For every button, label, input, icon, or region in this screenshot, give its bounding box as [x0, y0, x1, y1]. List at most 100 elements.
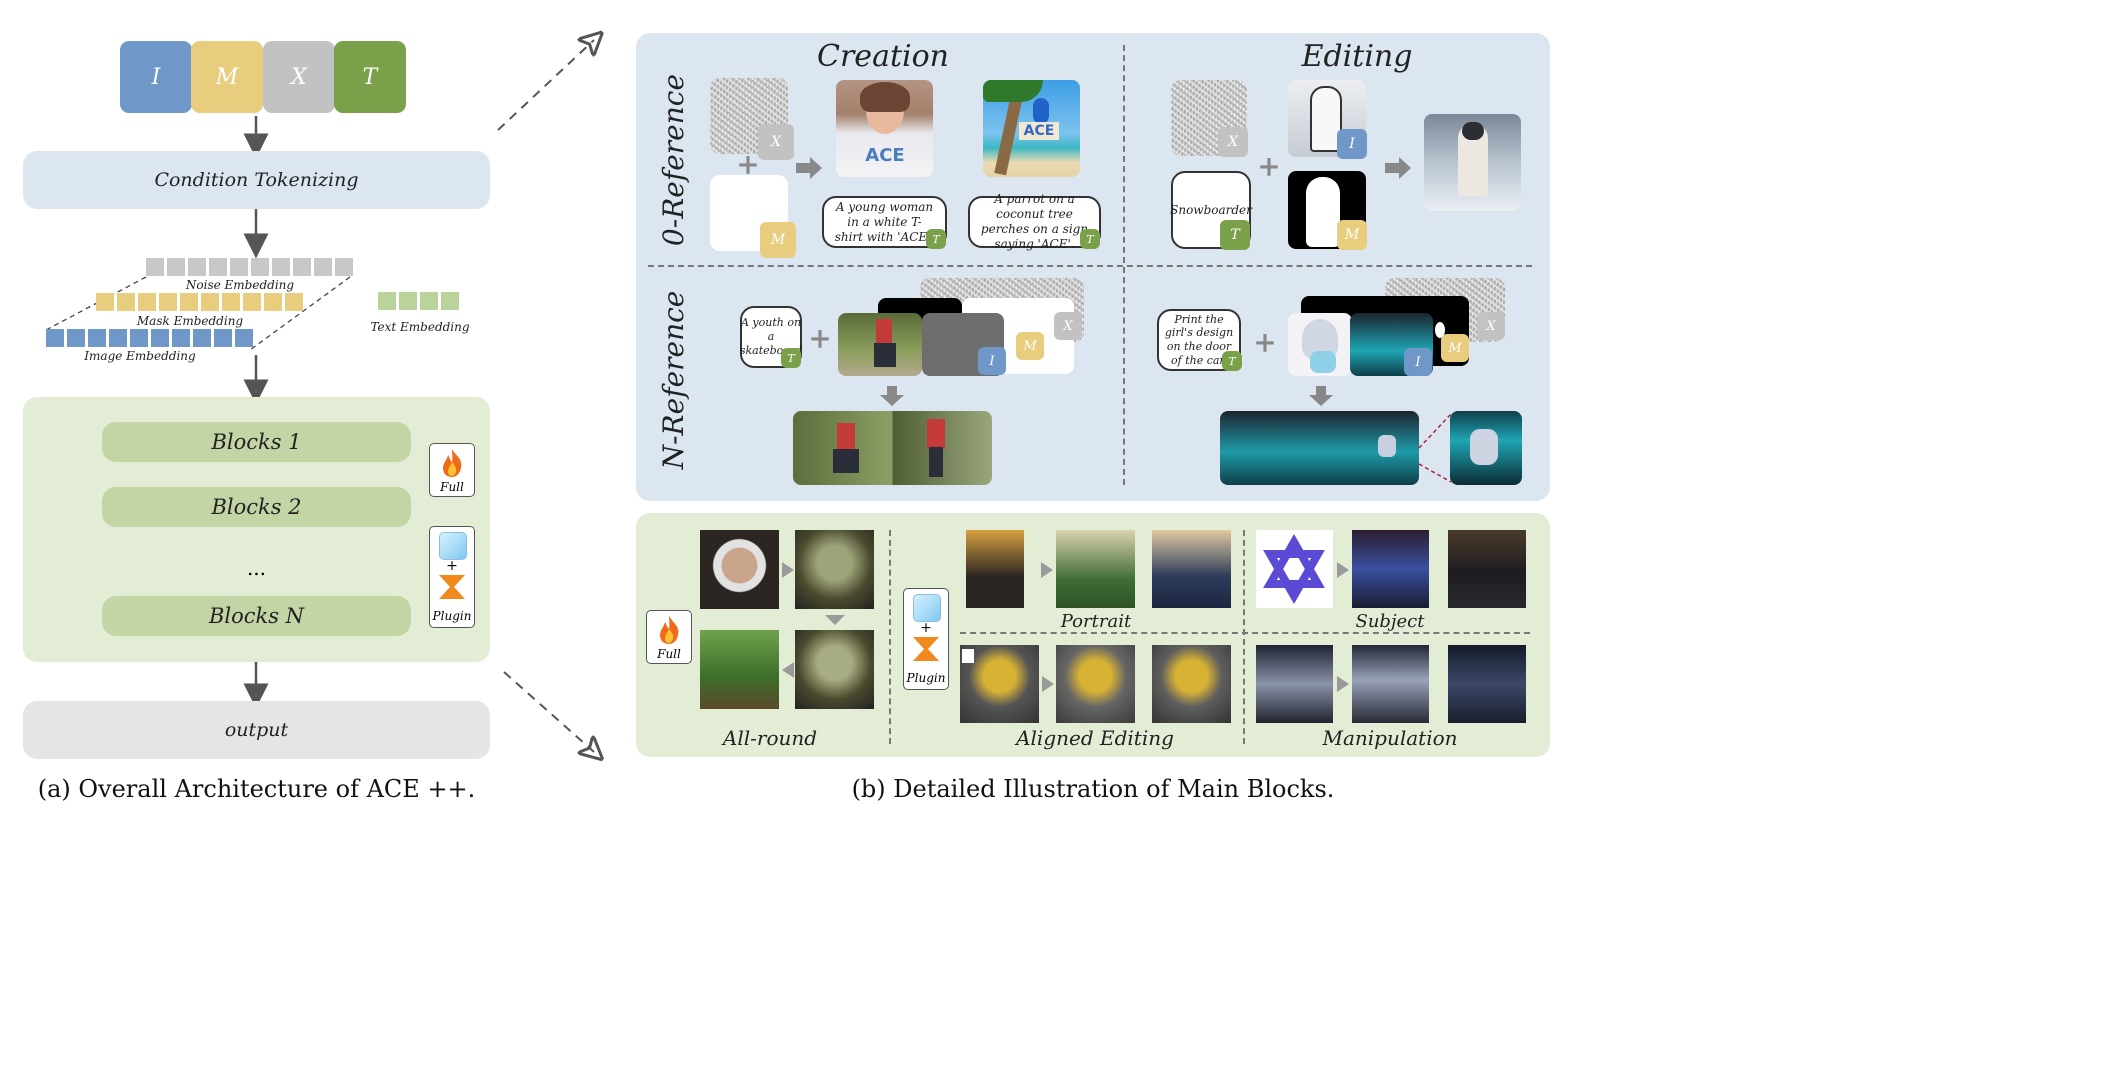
prompt-parrot: A parrot on a coconut tree perches on a … [968, 192, 1101, 251]
condition-tokenizing-box: Condition Tokenizing [23, 151, 490, 209]
manipulation-source [1256, 645, 1333, 723]
plus-sign: + [1257, 149, 1281, 183]
plugin-plus: + [920, 620, 932, 636]
chevron-right-icon [782, 562, 794, 578]
mask-badge: M [1441, 334, 1469, 362]
portrait-result-2 [1152, 530, 1231, 608]
mask-badge: M [760, 222, 796, 258]
anime-girl-image [1288, 313, 1352, 376]
plugin-plus: + [446, 558, 458, 574]
chevron-right-icon [1337, 562, 1349, 578]
chevron-right-icon [1041, 562, 1053, 578]
ice-cube-icon [439, 532, 467, 560]
app-divider-2 [1243, 530, 1245, 744]
elf-photo-2 [795, 630, 874, 709]
n-reference-label: N-Reference [656, 290, 690, 470]
full-finetune-box: Full [646, 610, 692, 664]
arrow-right-icon [796, 157, 822, 179]
connector-arrows [497, 30, 610, 770]
caption-b: (b) Detailed Illustration of Main Blocks… [851, 775, 1335, 803]
plus-sign: + [736, 147, 760, 181]
ice-cube-icon [913, 594, 941, 622]
skateboard-result [793, 411, 992, 485]
block-1: Blocks 1 [102, 422, 411, 462]
block-n: Blocks N [102, 596, 411, 636]
fire-icon [443, 449, 462, 477]
token-mask: M [191, 41, 263, 113]
image-embedding-label: Image Embedding [84, 349, 196, 363]
portrait-source [966, 530, 1024, 608]
app-divider-h [960, 632, 1530, 634]
output-box: output [23, 701, 490, 759]
caption-a: (a) Overall Architecture of ACE ++. [37, 775, 476, 803]
full-finetune-box: Full [429, 443, 475, 497]
aligned-editing-label: Aligned Editing [1016, 726, 1174, 750]
robot-result-2 [1152, 645, 1231, 723]
plugin-label: Plugin [906, 671, 946, 685]
text-badge: T [781, 348, 801, 368]
mask-embedding-row [96, 293, 303, 313]
elf-photo [795, 530, 874, 609]
fire-icon [660, 616, 679, 644]
subject-result-1 [1352, 530, 1429, 608]
plugin-label: Plugin [432, 609, 472, 623]
subject-result-2 [1448, 530, 1526, 608]
subject-label: Subject [1355, 610, 1425, 632]
plus-sign: + [808, 321, 832, 355]
noise-image [710, 78, 788, 154]
portrait-label: Portrait [1060, 610, 1132, 632]
chevron-right-icon [1337, 676, 1349, 692]
skateboarder-photo [838, 313, 922, 376]
token-noise: X [263, 41, 335, 113]
woman-photo: ACE [836, 80, 933, 177]
noise-badge: X [758, 124, 794, 160]
all-round-label: All-round [722, 726, 818, 750]
einstein-photo [700, 530, 779, 609]
image-badge: I [978, 347, 1006, 375]
token-text: T [334, 41, 406, 113]
zoom-lines [1418, 413, 1452, 483]
creation-heading: Creation [817, 38, 949, 74]
mask-badge: M [1016, 332, 1044, 360]
block-2: Blocks 2 [102, 487, 411, 527]
text-badge: T [1222, 351, 1242, 371]
logo-image [1256, 530, 1333, 608]
zero-reference-label: 0-Reference [656, 73, 690, 247]
full-label: Full [440, 480, 464, 494]
reference-divider [648, 265, 1532, 267]
arrow-down-icon [880, 386, 904, 406]
noise-badge: X [1054, 312, 1082, 340]
image-badge: I [1337, 129, 1367, 159]
plugin-box: + Plugin [903, 588, 949, 690]
lora-icon [439, 575, 465, 599]
text-embedding-row [378, 292, 460, 312]
text-embedding-label: Text Embedding [370, 320, 470, 334]
noise-badge: X [1477, 312, 1505, 340]
lora-icon [913, 637, 939, 661]
app-divider-1 [889, 530, 891, 744]
mask-badge: M [1337, 220, 1367, 250]
chevron-down-icon [825, 615, 845, 625]
arrow-right-icon [1385, 157, 1411, 179]
text-badge: T [1080, 229, 1100, 249]
full-label: Full [657, 647, 681, 661]
block-ellipsis: ... [246, 556, 267, 580]
portrait-result-1 [1056, 530, 1135, 608]
chevron-right-icon [1042, 676, 1054, 692]
arrow-down-icon [1309, 386, 1333, 406]
image-embedding-row [46, 329, 253, 349]
text-badge: T [1220, 220, 1250, 250]
chevron-left-icon [782, 662, 794, 678]
snowboarder-result [1424, 114, 1521, 211]
noise-embedding-label: Noise Embedding [185, 278, 295, 292]
plugin-box: + Plugin [429, 526, 475, 628]
elf-forest-photo [700, 630, 779, 709]
editing-heading: Editing [1301, 38, 1413, 74]
silhouette-mask [1288, 171, 1366, 249]
car-door-zoom [1450, 411, 1522, 485]
noise-badge: X [1218, 127, 1248, 157]
robot-source [960, 645, 1039, 723]
manipulation-label: Manipulation [1322, 726, 1458, 750]
parrot-photo: ACE [983, 80, 1080, 177]
image-badge: I [1404, 348, 1432, 376]
